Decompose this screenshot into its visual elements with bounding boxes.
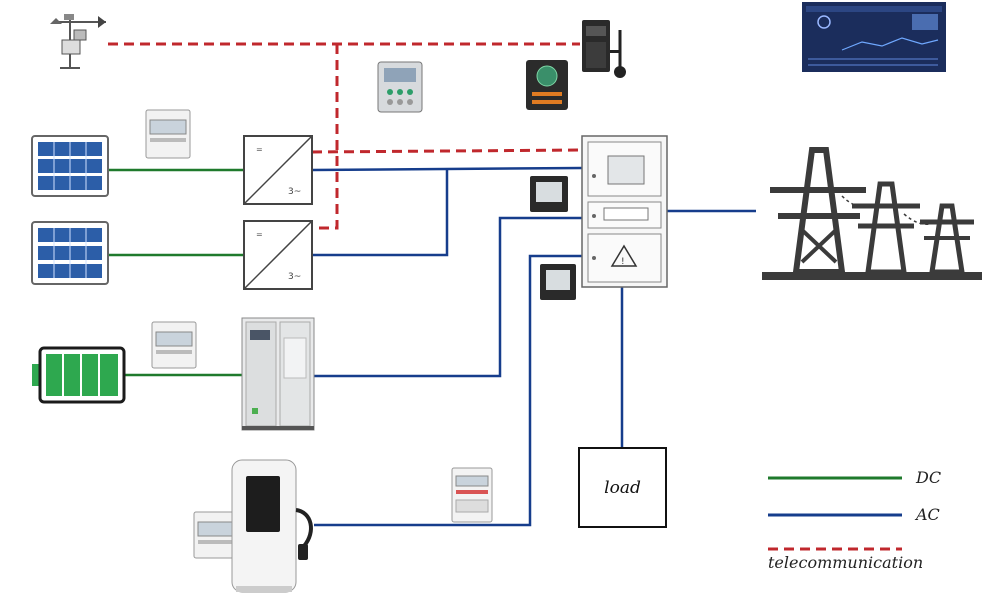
- dc-lines: [108, 168, 244, 377]
- protection-relay-icon: [377, 61, 423, 113]
- inverter-icon: = 3~: [243, 220, 313, 290]
- ac-line-charger: [314, 254, 582, 527]
- solar-panel-icon: [31, 221, 109, 285]
- energy-meter-icon: [451, 467, 493, 523]
- telecom-lines: [108, 42, 583, 230]
- svg-text:3~: 3~: [288, 272, 301, 282]
- power-meter-icon: [530, 176, 568, 212]
- solar-panel-icon: [31, 135, 109, 197]
- energy-meter-icon: [151, 321, 197, 369]
- power-meter-icon: [540, 264, 576, 300]
- ev-charger-icon: [231, 459, 313, 593]
- switchgear-cabinet-icon: !: [581, 135, 668, 288]
- svg-text:=: =: [256, 230, 263, 239]
- svg-text:=: =: [256, 145, 263, 154]
- telecom-line-cabinet: [311, 148, 583, 154]
- storage-converter-cabinet-icon: [241, 317, 315, 431]
- load-label: load: [604, 477, 641, 498]
- ac-lines: [311, 166, 756, 527]
- transmission-tower-icon: [762, 147, 982, 280]
- energy-meter-icon: [193, 511, 237, 559]
- legend-telecom-label: telecommunication: [768, 553, 924, 572]
- ac-line-storage: [314, 216, 582, 378]
- monitoring-screen-icon: [802, 2, 946, 72]
- svg-text:!: !: [621, 257, 625, 267]
- energy-meter-icon: [145, 109, 191, 159]
- svg-text:3~: 3~: [288, 187, 301, 197]
- battery-icon: [32, 346, 126, 404]
- legend-dc-label: DC: [916, 468, 942, 487]
- load-box: load: [578, 447, 667, 528]
- weather-station-icon: [50, 14, 106, 69]
- communication-gateway-icon: [582, 20, 626, 78]
- telecom-line-trunk: [312, 44, 339, 230]
- power-meter-icon: [526, 60, 568, 110]
- legend-ac-label: AC: [916, 505, 940, 524]
- legend-lines: [768, 476, 902, 551]
- ac-line-inverter2: [312, 169, 449, 257]
- inverter-icon: = 3~: [243, 135, 313, 205]
